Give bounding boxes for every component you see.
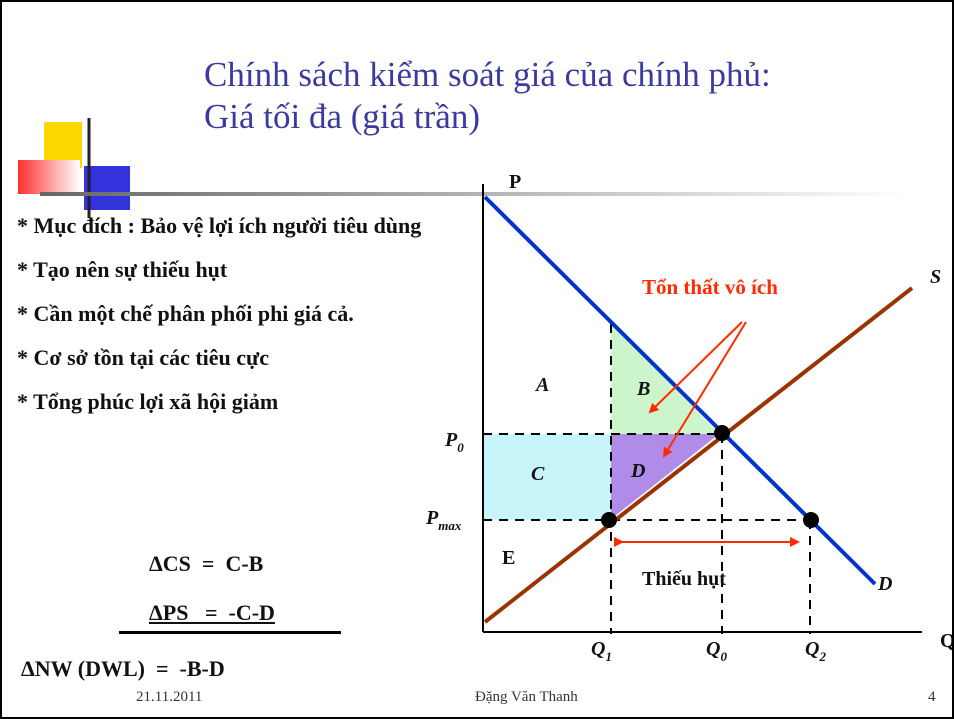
point-demand-pmax: [803, 512, 819, 528]
title-line-1: Chính sách kiểm soát giá của chính phủ:: [204, 55, 771, 94]
bullet-nonprice-allocation: * Cần một chế phân phối phi giá cả.: [17, 301, 354, 326]
decor-logo: [18, 118, 910, 218]
bullet-purpose: * Mục đích : Bảo vệ lợi ích người tiêu d…: [17, 213, 422, 238]
dwl-arrow-b: [648, 321, 743, 414]
area-c-fill: [483, 434, 611, 520]
footer-author: Đặng Văn Thanh: [475, 689, 578, 705]
formula-ps: ΔPS = -C-D: [149, 600, 275, 625]
area-d-fill: [611, 434, 719, 519]
bullet-welfare: * Tổng phúc lợi xã hội giảm: [17, 389, 279, 414]
dwl-arrow-d: [662, 321, 747, 458]
price-p0-label: P0: [444, 429, 464, 455]
area-e-label: E: [502, 547, 515, 569]
shortage-annotation: Thiếu hụt: [642, 568, 726, 590]
area-b-label: B: [636, 378, 650, 400]
price-pmax-label: Pmax: [425, 507, 462, 533]
area-a-label: A: [534, 374, 549, 396]
y-axis-label: P: [509, 171, 521, 193]
demand-label: D: [877, 573, 892, 595]
point-supply-pmax: [601, 512, 617, 528]
footer-page-number: 4: [928, 689, 936, 705]
bullet-shortage: * Tạo nên sự thiếu hụt: [17, 257, 228, 282]
formula-cs: ΔCS = C-B: [149, 551, 264, 576]
dwl-annotation: Tổn thất vô ích: [642, 275, 778, 299]
bullet-list: * Mục đích : Bảo vệ lợi ích người tiêu d…: [17, 210, 457, 430]
header-divider: [40, 192, 910, 196]
bullet-negatives: * Cơ sở tồn tại các tiêu cực: [17, 345, 270, 370]
guide-lines: [483, 324, 811, 634]
quantity-q1-label: Q1: [591, 638, 612, 664]
title-line-2: Giá tối đa (giá trần): [204, 97, 481, 136]
formula-nw: ΔNW (DWL) = -B-D: [21, 656, 225, 681]
x-axis-label: Q: [940, 630, 952, 652]
supply-curve: [483, 286, 914, 624]
area-d-label: D: [630, 460, 645, 482]
point-equilibrium: [714, 425, 730, 441]
quantity-q2-label: Q2: [805, 638, 826, 664]
formula-divider: [119, 631, 341, 634]
supply-label: S: [930, 266, 941, 288]
area-c-label: C: [531, 463, 545, 485]
quantity-q0-label: Q0: [706, 638, 727, 664]
slide-title: Chính sách kiểm soát giá của chính phủ: …: [204, 54, 944, 138]
footer-date: 21.11.2011: [136, 689, 203, 705]
